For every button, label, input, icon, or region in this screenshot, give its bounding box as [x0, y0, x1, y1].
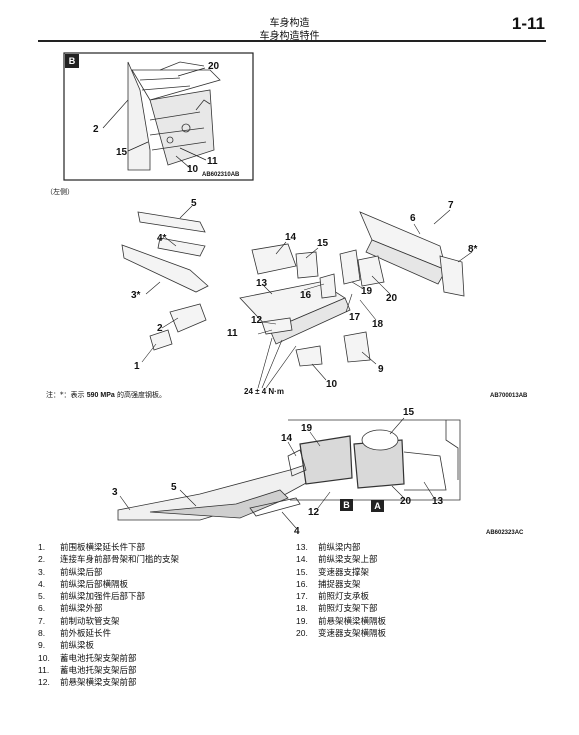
inset-callout-11: 11 [207, 156, 218, 167]
page-number: 1-11 [511, 14, 545, 33]
callout-20: 20 [386, 293, 398, 304]
legend-item: 1.前围板横梁延长件下部 [38, 542, 146, 553]
callout-3: 3* [131, 290, 141, 301]
bottom-box-a: A [371, 500, 384, 512]
bottom-callout-14: 14 [281, 433, 293, 444]
legend-item: 7.前制动软管支架 [38, 615, 120, 627]
callout-4: 4* [157, 233, 167, 244]
bottom-callout-19: 19 [301, 423, 313, 434]
bottom-callout-13: 13 [432, 496, 444, 507]
side-label: （左侧） [46, 188, 74, 196]
bottom-code: AB602323AC [486, 530, 524, 536]
callout-16: 16 [300, 290, 312, 301]
callout-8: 8* [468, 244, 478, 255]
inset-b-leaders [102, 67, 207, 169]
legend-item: 8.前外板延长件 [38, 628, 112, 640]
bottom-view-drawing [117, 419, 461, 521]
legend-item: 19.前悬架横梁横隔板 [296, 615, 387, 627]
legend-item: 11.蓄电池托架支架后部 [38, 664, 137, 676]
callout-12: 12 [251, 315, 263, 326]
legend-right: 13.前纵梁内部 14.前纵梁支架上部 15.变速器支撑架 16.捕捉器支架 1… [296, 542, 386, 640]
note-text-after: 的高强度钢板。 [114, 391, 166, 399]
legend-item: 16.捕捉器支架 [296, 578, 361, 590]
legend-item: 6.前纵梁外部 [38, 603, 103, 615]
note: 注：*：表示 590 MPa 的高强度钢板。 [46, 390, 166, 400]
note-prefix: 注： [46, 391, 60, 399]
callout-11: 11 [227, 328, 238, 339]
bottom-callout-5: 5 [171, 482, 177, 493]
note-bold: 590 MPa [86, 392, 115, 399]
legend-item: 18.前照灯支架下部 [296, 603, 378, 615]
inset-b-frame [63, 52, 254, 181]
inset-b-drawing [127, 61, 221, 171]
legend-item: 2.连接车身前部骨架和门槛的支架 [38, 554, 180, 566]
bottom-callout-12: 12 [308, 507, 320, 518]
callout-5: 5 [191, 198, 197, 209]
inset-code: AB602310AB [202, 172, 240, 178]
subsection-title: 车身构造特件 [259, 31, 320, 42]
bottom-callout-4: 4 [294, 526, 300, 537]
legend-item: 12.前悬架横梁支架前部 [38, 677, 137, 689]
inset-b-letter: B [65, 54, 79, 68]
legend-item: 3.前纵梁后部 [38, 566, 103, 578]
inset-callout-10: 10 [187, 164, 199, 175]
header-rule [38, 40, 546, 42]
legend-item: 4.前纵梁后部横隔板 [38, 578, 129, 590]
callout-2: 2 [157, 323, 163, 334]
callout-13: 13 [256, 278, 268, 289]
legend-item: 17.前照灯支承板 [296, 591, 370, 603]
callout-6: 6 [410, 213, 416, 224]
callout-1: 1 [134, 361, 140, 372]
bottom-view-leaders [119, 417, 435, 529]
torque-spec: 24 ± 4 N·m [244, 387, 284, 396]
inset-callout-20: 20 [208, 61, 220, 72]
callout-17: 17 [349, 312, 361, 323]
callout-18: 18 [372, 319, 384, 330]
inset-callout-15: 15 [116, 147, 128, 158]
callout-7: 7 [448, 200, 454, 211]
legend-item: 5.前纵梁加强件后部下部 [38, 591, 146, 603]
bottom-callout-20: 20 [400, 496, 412, 507]
bottom-box-b: B [340, 499, 353, 511]
callout-19: 19 [361, 286, 373, 297]
bottom-callout-15: 15 [403, 407, 415, 418]
legend-item: 9.前纵梁板 [38, 640, 95, 652]
legend-item: 15.变速器支撑架 [296, 566, 370, 578]
callout-15: 15 [317, 238, 329, 249]
legend-item: 20.变速器支架横隔板 [296, 628, 387, 640]
callout-9: 9 [378, 364, 384, 375]
section-title: 车身构造 [269, 18, 310, 29]
exploded-leaders [141, 205, 473, 389]
exploded-view-drawing [121, 211, 465, 367]
callout-14: 14 [285, 232, 297, 243]
legend-item: 13.前纵梁内部 [296, 542, 361, 553]
callout-10: 10 [326, 379, 338, 390]
legend-item: 14.前纵梁支架上部 [296, 554, 378, 566]
inset-callout-2: 2 [93, 124, 99, 135]
exploded-code: AB700013AB [490, 393, 528, 399]
legend-left: 1.前围板横梁延长件下部 2.连接车身前部骨架和门槛的支架 3.前纵梁后部 4.… [38, 542, 179, 690]
bottom-callout-3: 3 [112, 487, 118, 498]
legend-item: 10.蓄电池托架支架前部 [38, 652, 137, 664]
note-text-before: *：表示 [60, 391, 87, 399]
